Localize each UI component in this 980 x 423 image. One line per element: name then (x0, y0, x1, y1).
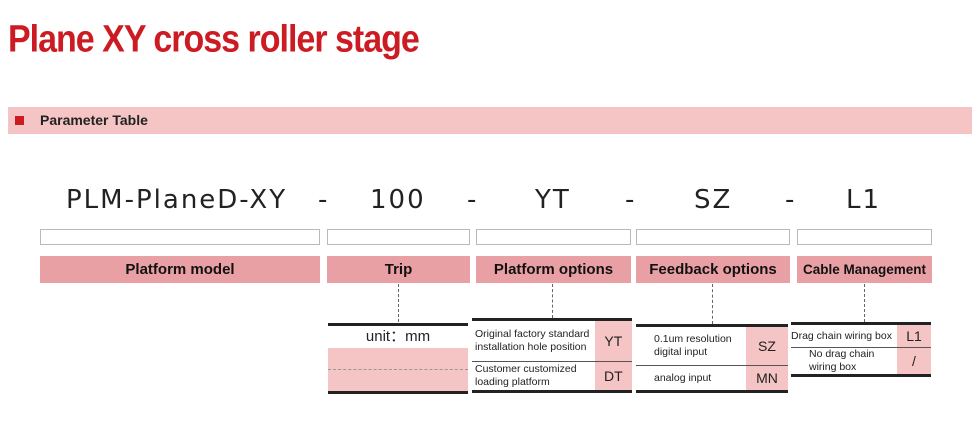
option-desc: digital input (654, 346, 708, 358)
bullet-square-icon (15, 116, 24, 125)
code-separator: - (625, 185, 635, 215)
table-row: Drag chain wiring box L1 (791, 325, 931, 347)
connector-line (712, 284, 713, 324)
option-desc: 0.1um resolution (654, 333, 732, 345)
option-desc: Original factory standard (475, 328, 590, 340)
code-separator: - (318, 185, 328, 215)
table-row: Customer customized loading platform DT (472, 362, 632, 390)
option-code: SZ (746, 327, 788, 365)
connector-line (398, 284, 399, 322)
connector-line (864, 284, 865, 322)
option-code: MN (746, 366, 788, 390)
feedback-options-table: 0.1um resolution digital input SZ analog… (636, 324, 788, 393)
trip-table: unit：mm (328, 323, 468, 394)
page-title: Plane XY cross roller stage (8, 18, 420, 61)
section-banner (8, 107, 972, 134)
code-box-model (40, 229, 320, 245)
category-trip: Trip (327, 256, 470, 283)
code-separator: - (785, 185, 795, 215)
option-desc: loading platform (475, 376, 550, 388)
trip-row (328, 348, 468, 369)
trip-row (328, 369, 468, 391)
table-row: 0.1um resolution digital input SZ (636, 327, 788, 365)
option-desc: installation hole position (475, 341, 587, 353)
option-desc: wiring box (809, 361, 857, 373)
table-row: No drag chain wiring box / (791, 348, 931, 374)
category-feedback-options: Feedback options (636, 256, 790, 283)
code-box-cable (797, 229, 932, 245)
option-desc: Drag chain wiring box (791, 329, 892, 342)
code-feedback: SZ (694, 185, 733, 215)
code-separator: - (467, 185, 477, 215)
option-desc: No drag chain (809, 348, 875, 360)
section-title: Parameter Table (40, 112, 148, 128)
code-box-feedback (636, 229, 790, 245)
connector-line (552, 284, 553, 318)
option-code: L1 (897, 325, 931, 347)
cable-options-table: Drag chain wiring box L1 No drag chain w… (791, 322, 931, 377)
option-desc: Customer customized (475, 363, 577, 375)
category-cable-management: Cable Management (797, 256, 932, 283)
code-cable: L1 (846, 185, 882, 215)
table-row: analog input MN (636, 366, 788, 390)
platform-options-table: Original factory standard installation h… (472, 318, 632, 393)
code-model: PLM-PlaneD-XY (66, 185, 288, 215)
option-code: DT (594, 362, 632, 390)
category-platform-options: Platform options (476, 256, 631, 283)
option-code: YT (594, 321, 632, 361)
option-desc: analog input (654, 371, 712, 384)
code-box-trip (327, 229, 470, 245)
code-trip: 100 (370, 185, 426, 215)
category-platform-model: Platform model (40, 256, 320, 283)
table-row: Original factory standard installation h… (472, 321, 632, 361)
option-code: / (897, 348, 931, 374)
code-platform: YT (535, 185, 571, 215)
code-box-platform (476, 229, 631, 245)
trip-unit: unit：mm (328, 326, 468, 348)
